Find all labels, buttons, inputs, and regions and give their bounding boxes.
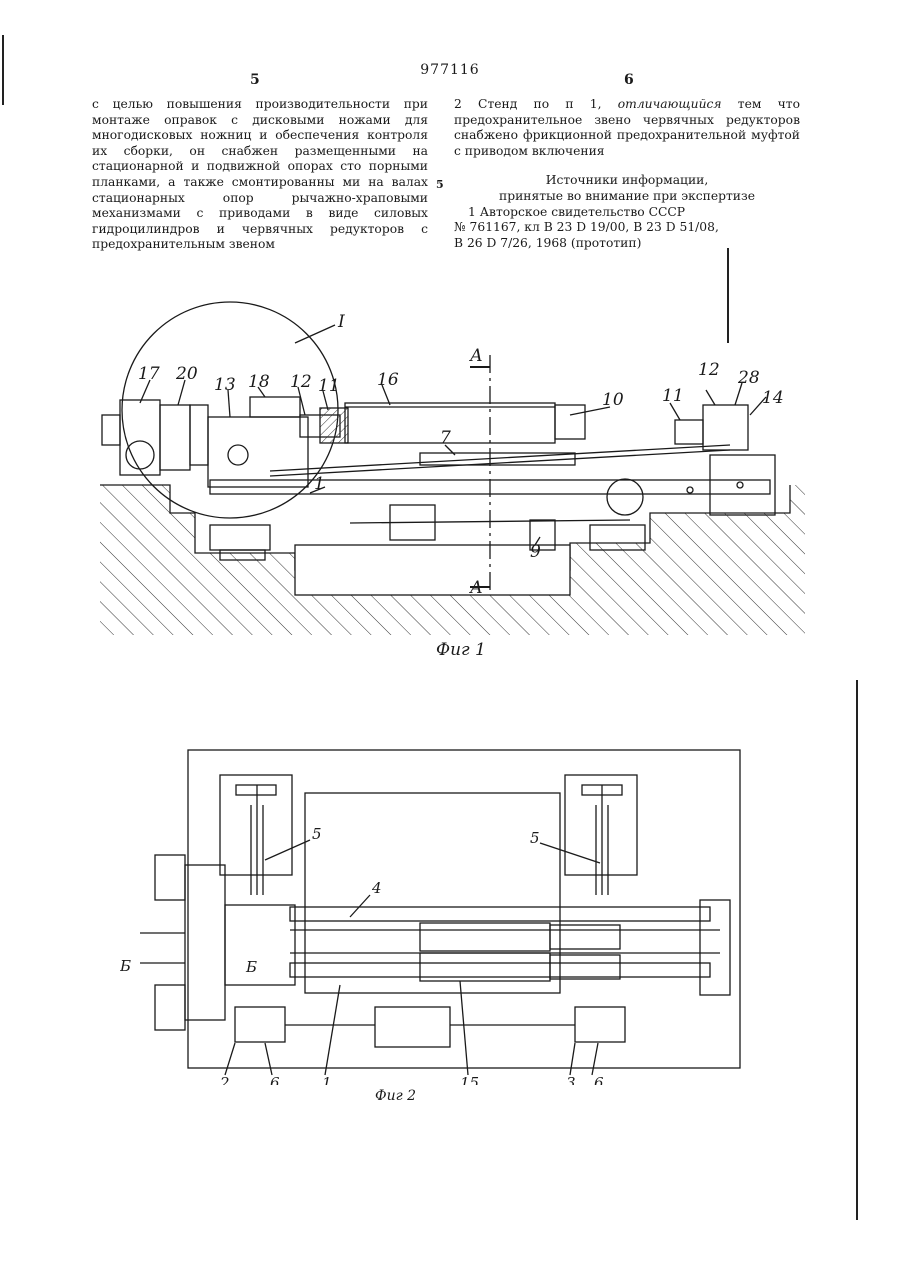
left-column-text: с целью повышения производительности при… xyxy=(92,97,428,253)
fig1-label-20: 20 xyxy=(175,364,198,384)
claim2-prefix: 2 Стенд по п 1, xyxy=(454,97,602,111)
fig2-label-5b: 5 xyxy=(530,829,540,847)
line-number-marker: 5 xyxy=(436,178,444,191)
fig2-section-B-2: Б xyxy=(245,958,257,976)
figure-1-drawing: I 17 20 13 18 12 11 16 7 10 1 9 11 12 28… xyxy=(90,275,810,645)
fig1-label-12b: 12 xyxy=(698,360,720,380)
fig1-section-A-top: А xyxy=(469,346,483,366)
reference-line-2: № 761167, кл В 23 D 19/00, В 23 D 51/08, xyxy=(454,220,800,236)
fig2-label-3: 3 xyxy=(566,1074,576,1085)
fig1-label-I: I xyxy=(337,312,345,332)
figure-1-caption: Фиг 1 xyxy=(436,640,486,660)
fig1-label-14: 14 xyxy=(762,388,784,408)
claim-2: 2 Стенд по п 1, отличающийся тем что пре… xyxy=(454,97,800,159)
fig2-label-1: 1 xyxy=(322,1074,332,1085)
sources-block: Источники информации, принятые во вниман… xyxy=(454,173,800,251)
fig1-label-28: 28 xyxy=(737,368,760,388)
fig1-label-11b: 11 xyxy=(662,386,684,406)
fig2-label-6a: 6 xyxy=(270,1074,280,1085)
fig1-label-17: 17 xyxy=(138,364,160,384)
fig2-label-15: 15 xyxy=(460,1074,479,1085)
fig1-label-9: 9 xyxy=(530,542,541,562)
figure-2-caption: Фиг 2 xyxy=(375,1088,416,1104)
sources-heading-1: Источники информации, xyxy=(454,173,800,189)
sources-heading-2: принятые во внимание при экспертизе xyxy=(454,189,800,205)
right-column-text: 2 Стенд по п 1, отличающийся тем что пре… xyxy=(454,97,800,251)
reference-line-3: В 26 D 7/26, 1968 (прототип) xyxy=(454,236,800,252)
fig1-label-11: 11 xyxy=(318,376,340,396)
left-margin-rule xyxy=(2,35,4,105)
reference-line-1: 1 Авторское свидетельство СССР xyxy=(454,205,800,221)
right-column-number: 6 xyxy=(624,72,634,88)
fig1-label-12: 12 xyxy=(290,372,312,392)
fig1-label-16: 16 xyxy=(377,370,399,390)
fig1-label-10: 10 xyxy=(602,390,624,410)
figure-2-drawing: 5 5 4 2 6 1 15 3 6 Б Б xyxy=(120,745,750,1085)
patent-number: 977116 xyxy=(0,62,900,78)
left-column-number: 5 xyxy=(250,72,260,88)
fig1-label-13: 13 xyxy=(214,375,236,395)
fig2-label-4: 4 xyxy=(371,879,382,897)
right-margin-rule-2 xyxy=(856,680,858,1220)
claim1-continuation: с целью повышения производительности при… xyxy=(92,97,428,253)
claim2-italic: отличающийся xyxy=(618,97,722,111)
fig1-section-A-bottom: А xyxy=(469,578,483,598)
fig1-label-18: 18 xyxy=(248,372,270,392)
fig2-section-B: Б xyxy=(120,957,131,975)
fig2-label-5a: 5 xyxy=(312,825,322,843)
fig2-label-2: 2 xyxy=(219,1074,230,1085)
fig2-label-6b: 6 xyxy=(594,1074,604,1085)
fig1-label-7: 7 xyxy=(440,428,451,448)
fig1-label-1: 1 xyxy=(314,474,325,494)
